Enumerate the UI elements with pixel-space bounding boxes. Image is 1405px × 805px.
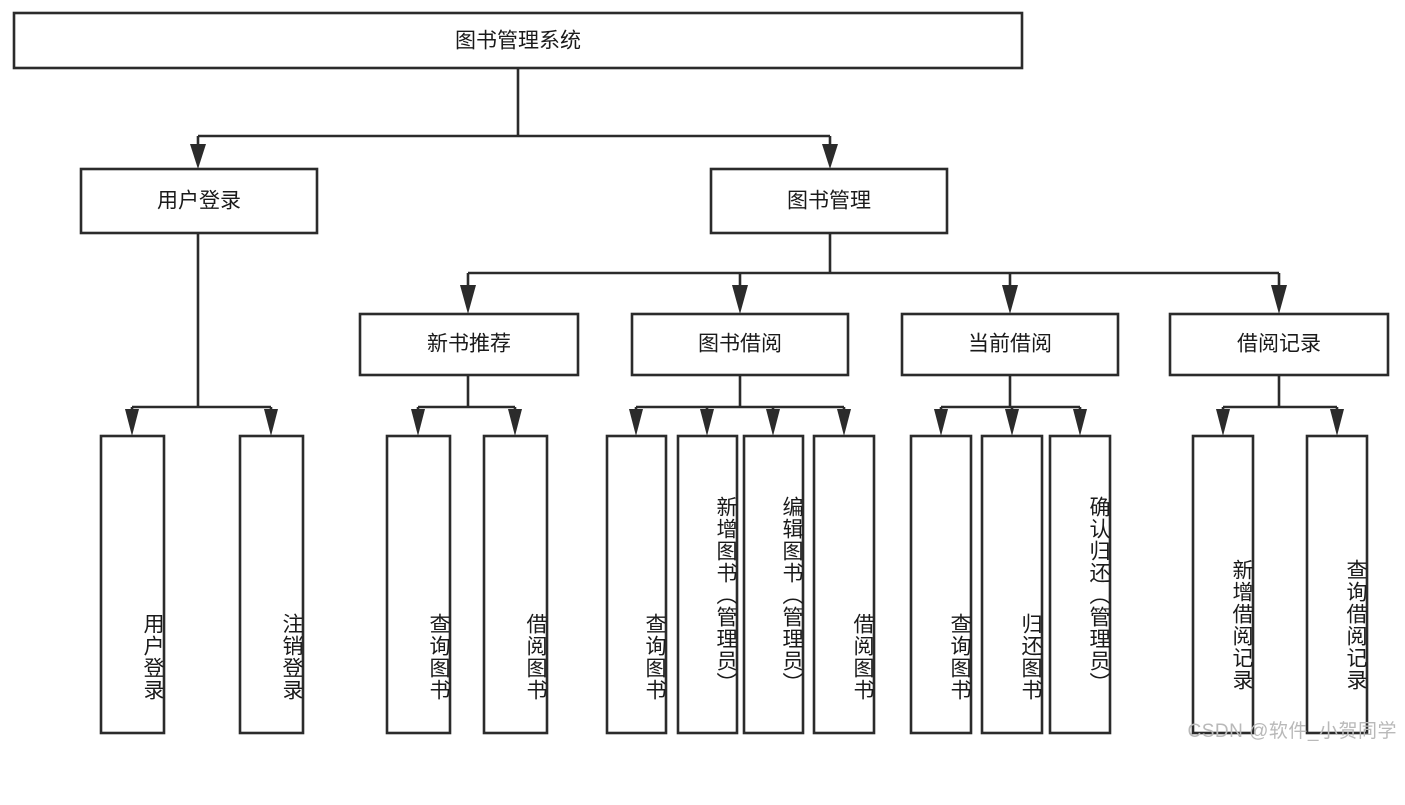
arrow-head-leaf-confirm-return-admin <box>1073 409 1087 436</box>
leaf-borrow-book-box[interactable] <box>812 434 876 735</box>
node-book-borrow[interactable]: 图书借阅 <box>630 312 850 377</box>
leaf-query-borrow-record-box[interactable] <box>1305 434 1369 735</box>
node-borrow-records-label: 借阅记录 <box>1237 333 1321 356</box>
arrow-head-user-login <box>190 144 206 169</box>
node-root-box[interactable] <box>12 11 1024 70</box>
arrow-head-leaf-logout <box>264 409 278 436</box>
node-user-login[interactable]: 用户登录 <box>79 167 319 235</box>
leaf-add-borrow-record-box[interactable] <box>1191 434 1255 735</box>
diagram-canvas: 图书管理系统 用户登录 图书管理 新书推荐 图书借阅 当前借阅 借阅记录 <box>12 11 1390 735</box>
connector-group-borrow-records <box>1216 375 1344 436</box>
node-new-book-recommend-label: 新书推荐 <box>427 333 511 356</box>
flowchart-diagram: 图书管理系统 用户登录 图书管理 新书推荐 图书借阅 当前借阅 借阅记录 <box>12 11 1397 742</box>
connector-group-root <box>190 68 838 169</box>
leaf-return-book-box[interactable] <box>980 434 1044 735</box>
node-book-management-label: 图书管理 <box>787 190 871 213</box>
leaf-boxes <box>99 434 1369 735</box>
connector-group-new-book-recommend <box>411 375 522 436</box>
leaf-borrow-book-rec-box[interactable] <box>482 434 549 735</box>
leaf-confirm-return-admin-box[interactable] <box>1048 434 1112 735</box>
leaf-user-login-box[interactable] <box>99 434 166 735</box>
connector-group-book-management <box>460 233 1287 314</box>
arrow-head-current-borrow <box>1002 285 1018 314</box>
node-current-borrow-box[interactable] <box>900 312 1120 377</box>
node-current-borrow-label: 当前借阅 <box>968 333 1052 356</box>
arrow-head-leaf-query-book-borrow <box>629 409 643 436</box>
leaf-query-book-current-box[interactable] <box>909 434 973 735</box>
arrow-head-leaf-edit-book-admin <box>766 409 780 436</box>
arrow-head-leaf-query-book-current <box>934 409 948 436</box>
node-new-book-recommend[interactable]: 新书推荐 <box>358 312 580 377</box>
arrow-head-leaf-borrow-book-rec <box>508 409 522 436</box>
node-borrow-records-box[interactable] <box>1168 312 1390 377</box>
arrow-head-new-book-recommend <box>460 285 476 314</box>
node-book-borrow-box[interactable] <box>630 312 850 377</box>
connector-group-book-borrow <box>629 375 851 436</box>
node-user-login-box[interactable] <box>79 167 319 235</box>
leaf-add-book-admin-box[interactable] <box>676 434 739 735</box>
arrow-head-leaf-query-borrow-record <box>1330 409 1344 436</box>
node-root[interactable]: 图书管理系统 <box>12 11 1024 70</box>
node-borrow-records[interactable]: 借阅记录 <box>1168 312 1390 377</box>
arrow-head-leaf-query-book-rec <box>411 409 425 436</box>
node-book-management-box[interactable] <box>709 167 949 235</box>
csdn-watermark: CSDN @软件_小贺同学 <box>1187 721 1397 742</box>
node-book-borrow-label: 图书借阅 <box>698 333 782 356</box>
arrow-head-book-borrow <box>732 285 748 314</box>
leaf-query-book-borrow-box[interactable] <box>605 434 668 735</box>
arrow-head-leaf-borrow-book <box>837 409 851 436</box>
arrow-head-leaf-add-borrow-record <box>1216 409 1230 436</box>
node-user-login-label: 用户登录 <box>157 190 241 213</box>
leaf-logout-box[interactable] <box>238 434 305 735</box>
node-root-label: 图书管理系统 <box>455 30 581 53</box>
arrow-head-leaf-user-login <box>125 409 139 436</box>
connector-group-user-login <box>125 233 278 436</box>
connector-group-current-borrow <box>934 375 1087 436</box>
arrow-head-borrow-records <box>1271 285 1287 314</box>
node-new-book-recommend-box[interactable] <box>358 312 580 377</box>
arrow-head-leaf-return-book <box>1005 409 1019 436</box>
node-current-borrow[interactable]: 当前借阅 <box>900 312 1120 377</box>
leaf-edit-book-admin-box[interactable] <box>742 434 805 735</box>
node-book-management[interactable]: 图书管理 <box>709 167 949 235</box>
arrow-head-leaf-add-book-admin <box>700 409 714 436</box>
arrow-head-book-management <box>822 144 838 169</box>
leaf-query-book-rec-box[interactable] <box>385 434 452 735</box>
